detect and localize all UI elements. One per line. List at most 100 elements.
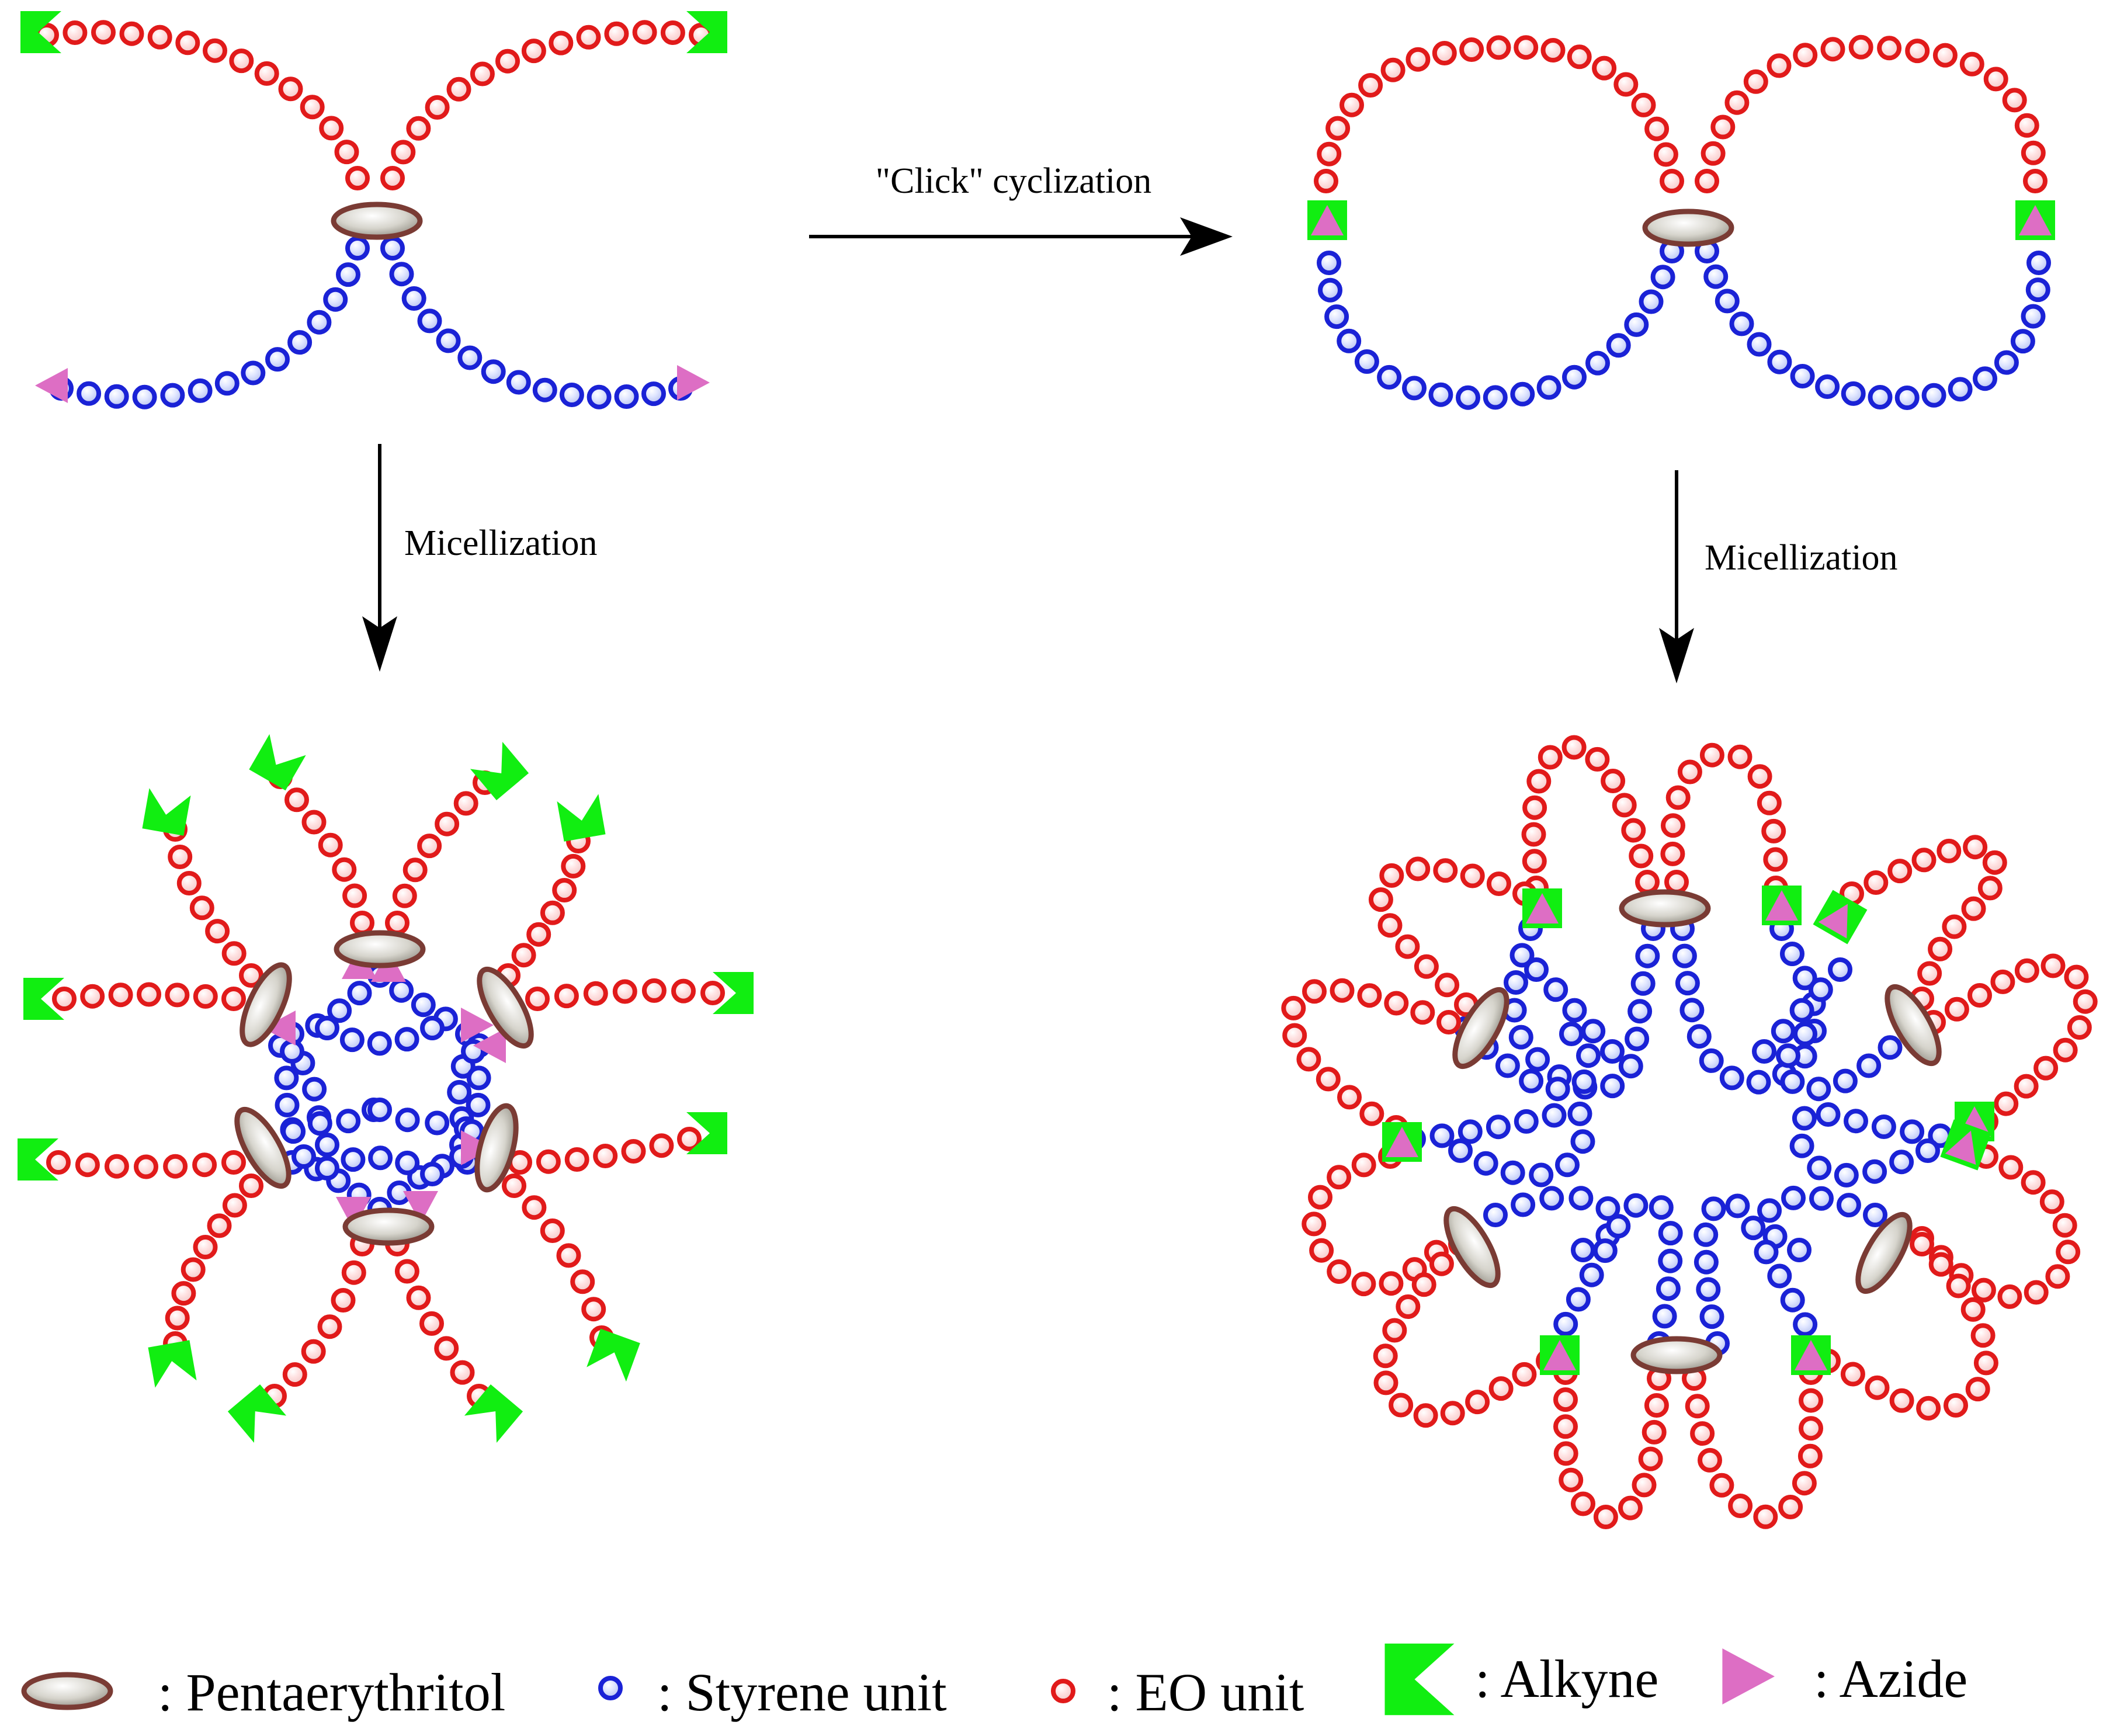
- alkyne-icon: [227, 1384, 287, 1443]
- styrene-chain: [1317, 239, 1684, 410]
- click-arrow: [809, 217, 1233, 256]
- micellization-label-right: Micellization: [1705, 538, 1898, 578]
- triazole-linkage: [1540, 1335, 1580, 1375]
- eo-chain: [262, 1232, 374, 1408]
- alkyne-icon: [20, 11, 61, 53]
- triazole-linkage: [1940, 1119, 1991, 1171]
- cyclic-figure-eight-copolymer: [1307, 34, 2055, 410]
- eo-chain: [1682, 1360, 1823, 1529]
- micellization-arrow-right: [1659, 470, 1694, 683]
- pentaerythritol-core: [342, 1207, 435, 1246]
- triazole-linkage: [2015, 200, 2055, 240]
- styrene-chain: [315, 1145, 445, 1186]
- legend-azide-label: : Azide: [1814, 1649, 1967, 1709]
- alkyne-icon: [23, 978, 64, 1020]
- styrene-chain: [1524, 957, 1625, 1064]
- pentaerythritol-core: [1443, 1206, 1501, 1289]
- legend-styrene-icon: [598, 1676, 623, 1700]
- eo-chain: [385, 1232, 491, 1408]
- alkyne-icon: [148, 1340, 197, 1388]
- styrene-chain: [1542, 1193, 1683, 1362]
- pentaerythritol-core: [477, 966, 534, 1049]
- micellization-label-left: Micellization: [404, 523, 598, 563]
- alkyne-icon: [587, 1328, 640, 1382]
- legend-pentaerythritol-icon: [21, 1672, 113, 1710]
- eo-chain: [385, 770, 497, 935]
- pentaerythritol-core: [1619, 889, 1711, 928]
- azide-icon: [403, 1191, 438, 1224]
- triazole-linkage: [1522, 888, 1562, 928]
- alkyne-icon: [686, 1112, 727, 1154]
- pentaerythritol-core: [474, 1103, 519, 1193]
- click-label: "Click" cyclization: [876, 161, 1151, 201]
- triazole-linkage: [1762, 886, 1802, 925]
- legend-eo-label: : EO unit: [1107, 1662, 1304, 1722]
- azide-icon: [461, 1008, 494, 1043]
- pentaerythritol-core: [1452, 987, 1509, 1070]
- alkyne-icon: [557, 794, 606, 842]
- triazole-linkage: [1791, 1335, 1831, 1375]
- eo-chain: [502, 1173, 614, 1350]
- styrene-chain: [49, 236, 370, 409]
- azide-icon: [677, 365, 710, 400]
- pentaerythritol-core: [1642, 209, 1734, 247]
- pentaerythritol-core: [240, 962, 292, 1047]
- legend-azide-icon: [1722, 1648, 1775, 1704]
- alkyne-icon: [686, 11, 727, 53]
- eo-chain: [52, 982, 246, 1011]
- legend-eo-icon: [1051, 1679, 1075, 1703]
- pentaerythritol-core: [1855, 1211, 1913, 1294]
- pentaerythritol-core: [334, 930, 426, 968]
- alkyne-icon: [464, 1384, 523, 1443]
- eo-chain: [1695, 34, 2048, 193]
- pentaerythritol-core: [331, 202, 423, 240]
- eo-chain: [1521, 735, 1660, 900]
- pentaerythritol-core: [1630, 1336, 1723, 1374]
- eo-chain: [163, 817, 263, 988]
- triazole-linkage: [1813, 890, 1868, 945]
- eo-chain: [46, 1150, 246, 1179]
- pentaerythritol-core: [1885, 984, 1942, 1067]
- eo-chain: [268, 765, 374, 935]
- pentaerythritol-core: [234, 1106, 291, 1189]
- styrene-chain: [1483, 1186, 1620, 1262]
- eo-chain: [525, 978, 725, 1011]
- triazole-linkage: [1307, 200, 1347, 240]
- azide-icon: [263, 1011, 296, 1046]
- alkyne-icon: [18, 1138, 58, 1181]
- alkyne-icon: [249, 734, 306, 791]
- alkyne-icon: [470, 742, 529, 800]
- eo-chain: [163, 1173, 263, 1356]
- azide-icon: [35, 368, 68, 403]
- eo-chain: [1910, 1144, 2081, 1309]
- legend-alkyne-label: : Alkyne: [1475, 1649, 1658, 1709]
- eo-chain: [1314, 35, 1684, 193]
- styrene-chain: [1789, 1102, 1981, 1188]
- eo-chain: [1660, 742, 1788, 900]
- legend: : Pentaerythritol : Styrene unit : EO un…: [21, 1643, 1967, 1722]
- eo-chain: [1281, 978, 1461, 1140]
- eo-chain: [380, 20, 713, 190]
- styrene-chain: [274, 1039, 316, 1169]
- eo-chain: [496, 829, 591, 988]
- eo-chain: [1921, 953, 2098, 1134]
- micellization-arrow-left: [362, 444, 397, 672]
- eo-chain: [34, 20, 370, 190]
- triazole-linkage: [1382, 1122, 1422, 1162]
- styrene-chain: [1693, 1193, 1829, 1362]
- styrene-chain: [315, 1016, 445, 1056]
- linear-micelle: [18, 734, 754, 1443]
- styrene-chain: [380, 236, 693, 409]
- legend-pentaerythritol-label: : Pentaerythritol: [158, 1662, 505, 1722]
- styrene-chain: [1695, 239, 2051, 410]
- linear-star-copolymer: [20, 11, 727, 409]
- eo-chain: [1553, 1360, 1671, 1529]
- cyclic-flower-micelle: [1281, 735, 2098, 1529]
- styrene-chain: [1752, 957, 1852, 1064]
- alkyne-icon: [142, 788, 191, 836]
- legend-alkyne-icon: [1384, 1643, 1455, 1716]
- eo-chain: [1840, 835, 2007, 1011]
- eo-chain: [1816, 1232, 1998, 1421]
